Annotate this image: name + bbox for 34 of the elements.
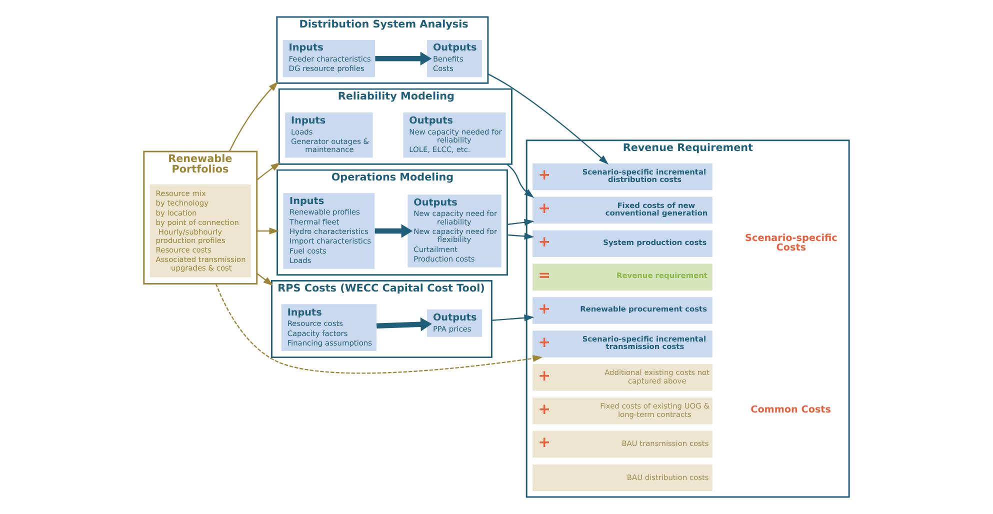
arrow <box>228 82 278 152</box>
arrow <box>375 52 432 66</box>
node-box: Outputs PPA prices <box>427 309 482 337</box>
node-box: BAU distribution costs <box>532 464 712 492</box>
node-box: Resource mix by technology by location by point of connection Hourly/subhourly production profiles Resource costs Associated transmission upgrades & cost <box>150 184 251 278</box>
arrow <box>215 284 543 374</box>
node-box: Inputs Loads Generator outages & maintenance <box>285 112 373 158</box>
arrow <box>507 218 534 226</box>
node-box: Inputs Resource costs Capacity factors Financing assumptions <box>281 304 376 351</box>
node-box: + Fixed costs of new conventional generation <box>532 196 712 224</box>
node-box: + Renewable procurement costs <box>532 297 712 324</box>
arrow <box>256 228 280 234</box>
node-box: Outputs New capacity needed for reliability LOLE, ELCC, etc. <box>403 112 506 158</box>
label: Common Costs <box>750 404 832 416</box>
arrow <box>256 272 274 286</box>
arrow <box>488 73 608 164</box>
node-box: = Revenue requirement <box>532 264 712 290</box>
arrow <box>374 224 413 238</box>
node-box: Inputs Renewable profiles Thermal fleet Hydro characteristics Import characteristics Fuel costs Loads <box>283 193 375 269</box>
arrow <box>376 317 432 332</box>
arrow <box>256 162 281 180</box>
label: Scenario-specific Costs <box>745 232 838 254</box>
arrow <box>507 232 534 240</box>
node-box: + BAU transmission costs <box>532 430 712 458</box>
node-box: + Additional existing costs not captured above <box>532 364 712 391</box>
arrow <box>492 314 534 322</box>
node-box: Inputs Feeder characteristics DG resource profiles <box>282 40 375 78</box>
node-box: + Fixed costs of existing UOG & long-term contracts <box>532 397 712 424</box>
arrow <box>506 164 534 198</box>
node-box: + Scenario-specific incremental transmission costs <box>532 330 712 358</box>
node-box: + System production costs <box>532 230 712 257</box>
node-box: Outputs New capacity need for reliability New capacity need for flexibility Curtailment Production costs <box>408 194 502 268</box>
node-box: Outputs Benefits Costs <box>427 40 482 78</box>
node-box: + Scenario-specific incremental distribution costs <box>532 163 712 190</box>
